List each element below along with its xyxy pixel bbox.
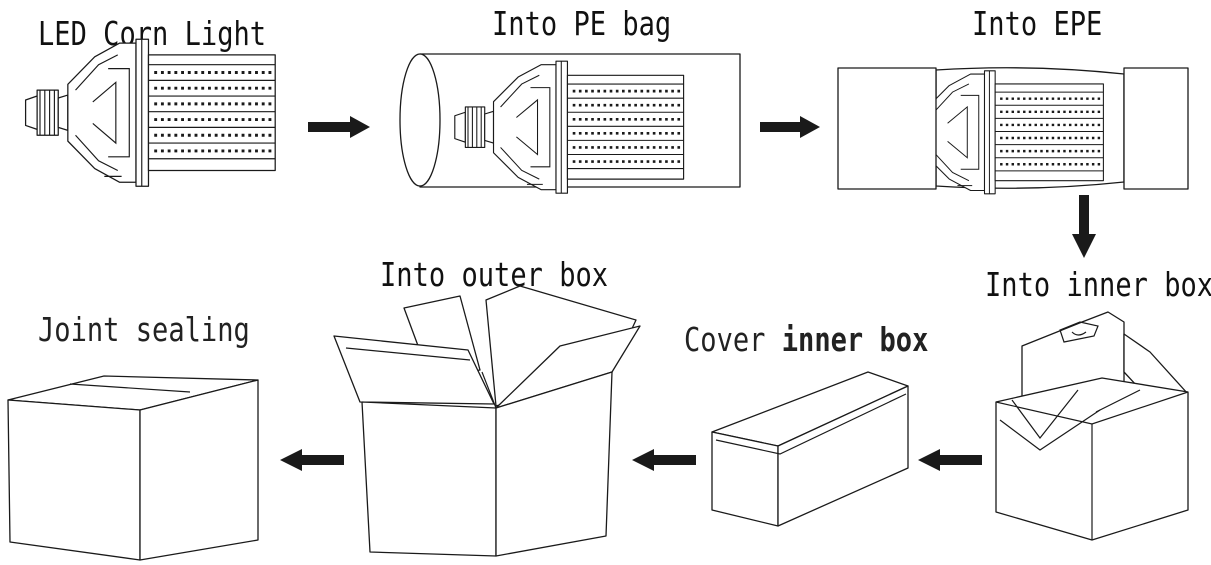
arrow-left-2: [632, 449, 696, 471]
step-into-inner-box-label: Into inner box: [985, 265, 1211, 304]
sealed-box-drawing: [7, 375, 259, 561]
pe-bag-drawing: [399, 53, 741, 195]
inner-box-closed-drawing: [711, 371, 909, 527]
step-cover-inner-box-label: Cover inner box: [684, 320, 928, 359]
step-into-pe-bag-label: Into PE bag: [492, 4, 672, 43]
arrow-left-3: [280, 449, 344, 471]
epe-drawing: [837, 67, 1189, 196]
inner-box-open-drawing: [995, 311, 1189, 541]
arrow-down: [1072, 195, 1096, 258]
step-into-epe-label: Into EPE: [972, 4, 1103, 43]
step-joint-sealing-label: Joint sealing: [38, 310, 250, 349]
arrow-right-1: [308, 116, 370, 138]
arrow-left-1: [918, 449, 982, 471]
inner-box-word: inner box: [781, 320, 929, 359]
cover-word: Cover: [684, 320, 766, 359]
corn-light-drawing: [24, 37, 277, 188]
step-into-outer-box-label: Into outer box: [380, 255, 609, 294]
arrow-right-2: [760, 116, 820, 138]
outer-box-open-drawing: [333, 285, 641, 557]
step-led-corn-light-label: LED Corn Light: [38, 14, 267, 53]
